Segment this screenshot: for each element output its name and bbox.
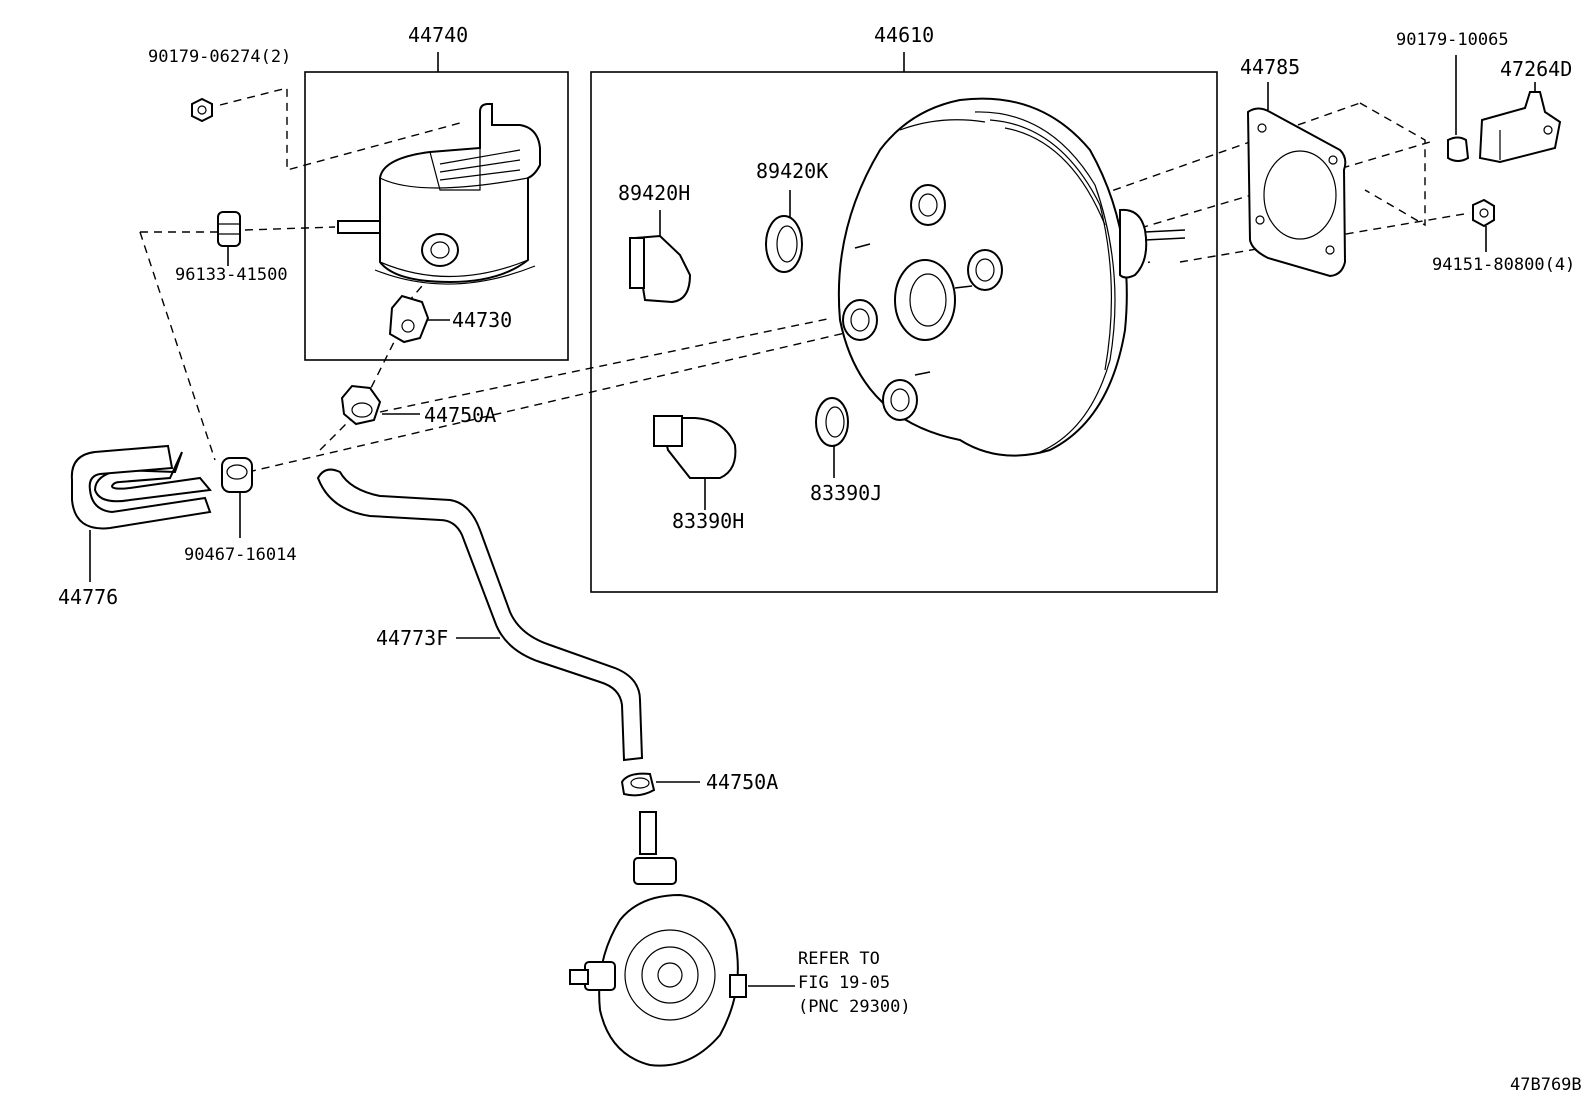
bracket-47264D — [1478, 82, 1562, 164]
sensor-83390H — [653, 415, 737, 510]
vacuum-pump — [569, 811, 795, 1067]
label-44750A-bottom: 44750A — [706, 770, 778, 794]
label-47264D: 47264D — [1500, 57, 1572, 81]
label-44776: 44776 — [58, 585, 118, 609]
nut-90179-10065 — [1447, 55, 1470, 162]
refer-note-line-1: REFER TO — [798, 949, 880, 969]
label-89420K: 89420K — [756, 159, 828, 183]
label-90467-16014: 90467-16014 — [184, 545, 297, 565]
group-box-44740 — [304, 71, 569, 361]
brake-booster-44610 — [837, 97, 1186, 457]
label-44740: 44740 — [408, 23, 468, 47]
clip-96133-41500 — [217, 211, 241, 266]
label-89420H: 89420H — [618, 181, 690, 205]
gasket-44785 — [1246, 82, 1347, 278]
clamp-90467-16014 — [221, 457, 253, 538]
label-44785: 44785 — [1240, 55, 1300, 79]
seal-83390J — [815, 397, 849, 478]
figure-code: 47B769B — [1510, 1075, 1582, 1095]
valve-44730 — [388, 294, 450, 344]
label-44773F: 44773F — [376, 626, 448, 650]
hose-44773F — [316, 468, 644, 762]
tank-44740 — [337, 103, 541, 285]
label-94151-80800: 94151-80800(4) — [1432, 255, 1575, 275]
label-83390H: 83390H — [672, 509, 744, 533]
clamp-44750A-bottom — [620, 772, 700, 797]
label-90179-10065: 90179-10065 — [1396, 30, 1509, 50]
refer-note-line-2: FIG 19-05 — [798, 973, 890, 993]
label-44610: 44610 — [874, 23, 934, 47]
seal-89420K — [765, 190, 803, 273]
refer-note-line-3: (PNC 29300) — [798, 997, 911, 1017]
sensor-89420H — [629, 210, 692, 304]
clamp-44750A-top — [340, 384, 420, 426]
label-90179-06274: 90179-06274(2) — [148, 47, 291, 67]
label-44730: 44730 — [452, 308, 512, 332]
label-44750A-top: 44750A — [424, 403, 496, 427]
nut-90179-06274 — [191, 97, 213, 123]
label-96133-41500: 96133-41500 — [175, 265, 288, 285]
hose-44776 — [70, 444, 212, 582]
label-83390J: 83390J — [810, 481, 882, 505]
nut-94151-80800 — [1472, 198, 1495, 252]
